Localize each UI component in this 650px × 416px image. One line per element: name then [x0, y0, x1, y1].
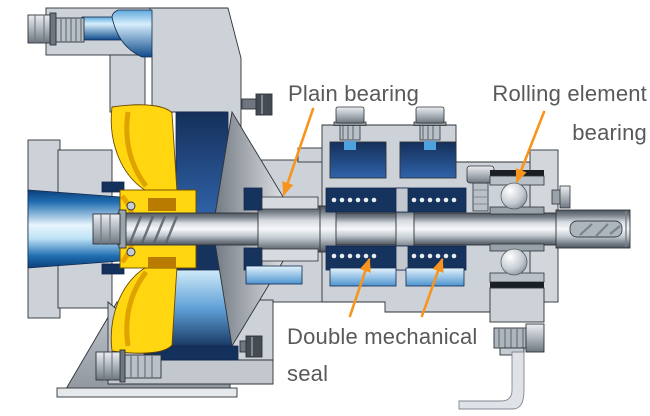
frame-top-plugs: [333, 106, 495, 212]
casing-bolt-top: [241, 93, 273, 116]
sealing-assembly: [243, 187, 467, 287]
annotations: Plain bearing Rolling element bearing Do…: [282, 81, 647, 386]
bearing-retainer-top: [490, 170, 544, 176]
leader-rolling-element-bearing: [515, 110, 546, 184]
fasteners: [27, 12, 273, 383]
plain-bearing-bottom: [261, 248, 319, 262]
foot-leg: [458, 351, 525, 410]
throat-bush-top: [243, 187, 263, 211]
filler-plug-left: [333, 106, 367, 150]
seal-springs: [331, 197, 457, 259]
impeller-nut: [92, 201, 136, 257]
shaft-collar-mid: [395, 205, 415, 253]
grease-plug: [466, 165, 495, 212]
bearing-ball-top: [500, 182, 528, 210]
impeller-vane-bottom: [124, 270, 149, 347]
casing-bolt-bottom: [239, 335, 263, 358]
wear-ring-top: [101, 181, 125, 193]
label-double-seal-line1: Double mechanical: [287, 324, 478, 349]
drain-plug: [95, 349, 162, 383]
plain-bearing-top: [261, 196, 319, 210]
label-double-seal-line2: seal: [287, 361, 328, 386]
impeller-hub-shadow-bottom: [148, 257, 176, 268]
foot-bolt: [493, 323, 545, 356]
seal-spacer-top: [395, 187, 409, 213]
support-foot: [458, 287, 545, 410]
pedestal-base-strip: [56, 387, 238, 398]
shaft-main: [117, 212, 561, 246]
label-plain-bearing: Plain bearing: [288, 81, 419, 106]
filler-plug-right: [413, 106, 447, 150]
foot-bracket: [489, 287, 545, 323]
leader-lines: [282, 107, 546, 318]
flush-chamber-left: [245, 265, 303, 285]
label-rolling-element-line2: bearing: [572, 120, 647, 145]
casing-front-wall: [109, 54, 146, 113]
impeller-vane-top: [124, 111, 149, 188]
bearing-ball-bottom: [500, 248, 528, 276]
wear-ring-bottom: [101, 263, 125, 275]
shaft-collar-left: [319, 205, 337, 253]
leader-plain-bearing: [282, 107, 315, 197]
shaft-thread-section: [128, 215, 179, 244]
cover-bolt: [551, 185, 571, 209]
shaft-end: [555, 209, 631, 249]
impeller-shroud-bottom: [110, 265, 178, 354]
seal-spacer-bottom: [395, 245, 409, 271]
oil-chamber-left: [329, 141, 387, 179]
bearing-retainer-bottom: [490, 282, 544, 288]
leader-double-seal-right: [420, 257, 444, 318]
vent-funnel: [111, 9, 153, 58]
shaft-journal: [257, 205, 323, 253]
label-rolling-element-line1: Rolling element: [492, 81, 647, 106]
vent-plug: [27, 12, 85, 46]
impeller-shroud-top: [110, 104, 178, 193]
impeller-hub-shadow-top: [148, 198, 176, 211]
leader-double-seal-left: [348, 257, 371, 318]
